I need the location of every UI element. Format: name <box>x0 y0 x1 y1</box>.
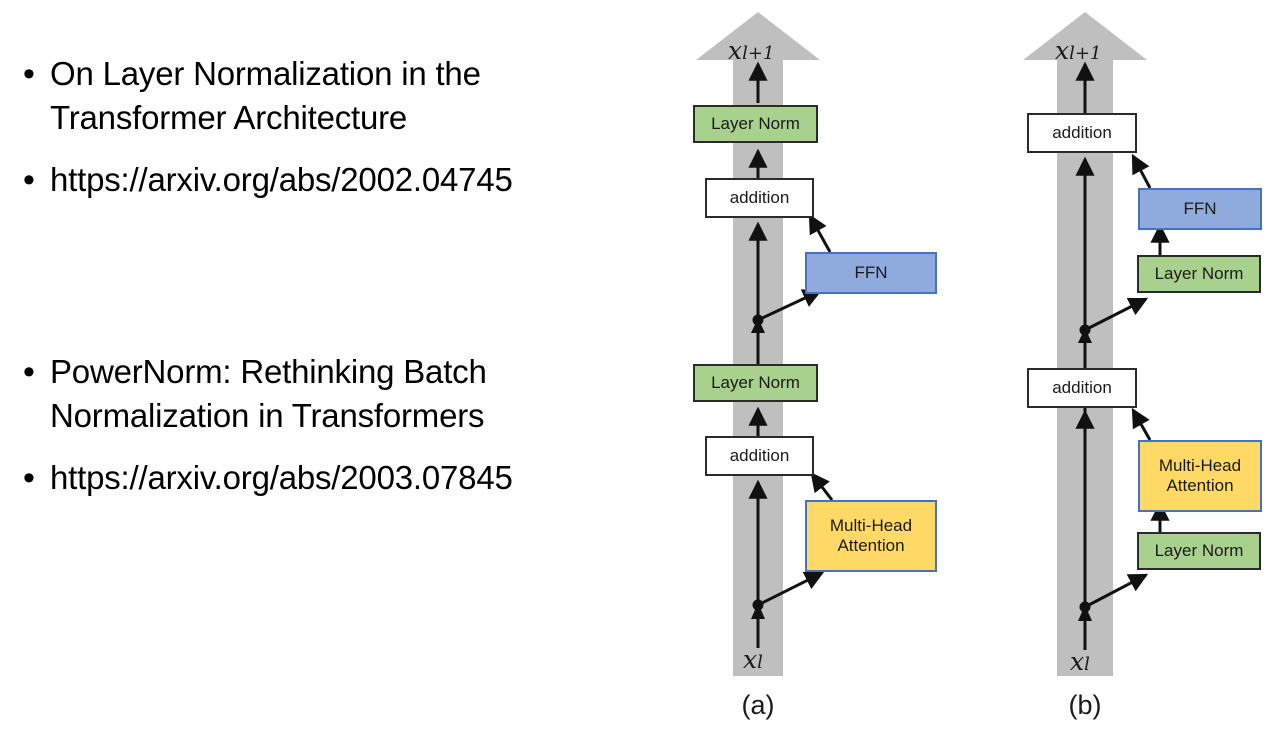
node-layer-norm-top-a[interactable]: Layer Norm <box>693 105 818 143</box>
input-label-a: xl <box>743 645 763 674</box>
output-label-sub-a: l+1 <box>742 43 775 64</box>
bullet-glyph-icon: • <box>23 353 35 391</box>
input-label-base-b: x <box>1070 647 1085 676</box>
input-label-sub-b: l <box>1084 654 1090 675</box>
bullet-text-paper-2-link[interactable]: https://arxiv.org/abs/2003.07845 <box>50 459 513 496</box>
figure-caption-b: (b) <box>1068 690 1102 720</box>
bullet-list-panel: • On Layer Normalization in the Transfor… <box>18 52 643 504</box>
output-label-base-a: x <box>728 36 743 65</box>
node-layer-norm-mha-b[interactable]: Layer Norm <box>1137 532 1261 570</box>
bullet-text-paper-1-link[interactable]: https://arxiv.org/abs/2002.04745 <box>50 161 513 198</box>
node-multi-head-attention-b[interactable]: Multi-Head Attention <box>1138 440 1262 512</box>
list-item: • https://arxiv.org/abs/2002.04745 <box>18 158 643 202</box>
bullet-glyph-icon: • <box>23 161 35 199</box>
node-addition-bottom-a[interactable]: addition <box>705 436 814 476</box>
residual-stream-arrowhead-a <box>696 12 820 60</box>
figure-caption-a: (a) <box>741 690 775 720</box>
input-label-b: xl <box>1070 647 1090 676</box>
output-label-base-b: x <box>1055 36 1070 65</box>
bullet-text-paper-2-title: PowerNorm: Rethinking Batch Normalizatio… <box>50 353 487 434</box>
node-addition-top-a[interactable]: addition <box>705 178 814 218</box>
node-ffn-a[interactable]: FFN <box>805 252 937 294</box>
bullet-group-2: • PowerNorm: Rethinking Batch Normalizat… <box>18 350 643 504</box>
bullet-glyph-icon: • <box>23 55 35 93</box>
node-multi-head-attention-a[interactable]: Multi-Head Attention <box>805 500 937 572</box>
residual-stream-arrowhead-b <box>1023 12 1147 60</box>
output-label-b: xl+1 <box>1055 36 1101 65</box>
output-label-a: xl+1 <box>728 36 774 65</box>
bullet-glyph-icon: • <box>23 459 35 497</box>
figure-panel-a: Layer Norm addition FFN Layer Norm addit… <box>660 0 960 746</box>
node-layer-norm-bottom-a[interactable]: Layer Norm <box>693 364 818 402</box>
node-layer-norm-ffn-b[interactable]: Layer Norm <box>1137 255 1261 293</box>
list-item: • https://arxiv.org/abs/2003.07845 <box>18 456 643 500</box>
node-addition-bottom-b[interactable]: addition <box>1027 368 1137 408</box>
input-label-sub-a: l <box>757 652 763 673</box>
node-addition-top-b[interactable]: addition <box>1027 113 1137 153</box>
bullet-text-paper-1-title: On Layer Normalization in the Transforme… <box>50 55 481 136</box>
bullet-group-1: • On Layer Normalization in the Transfor… <box>18 52 643 206</box>
figure-panel-b: addition FFN Layer Norm addition Multi-H… <box>960 0 1274 746</box>
list-item: • On Layer Normalization in the Transfor… <box>18 52 643 140</box>
node-ffn-b[interactable]: FFN <box>1138 188 1262 230</box>
output-label-sub-b: l+1 <box>1069 43 1102 64</box>
list-item: • PowerNorm: Rethinking Batch Normalizat… <box>18 350 643 438</box>
input-label-base-a: x <box>743 645 758 674</box>
